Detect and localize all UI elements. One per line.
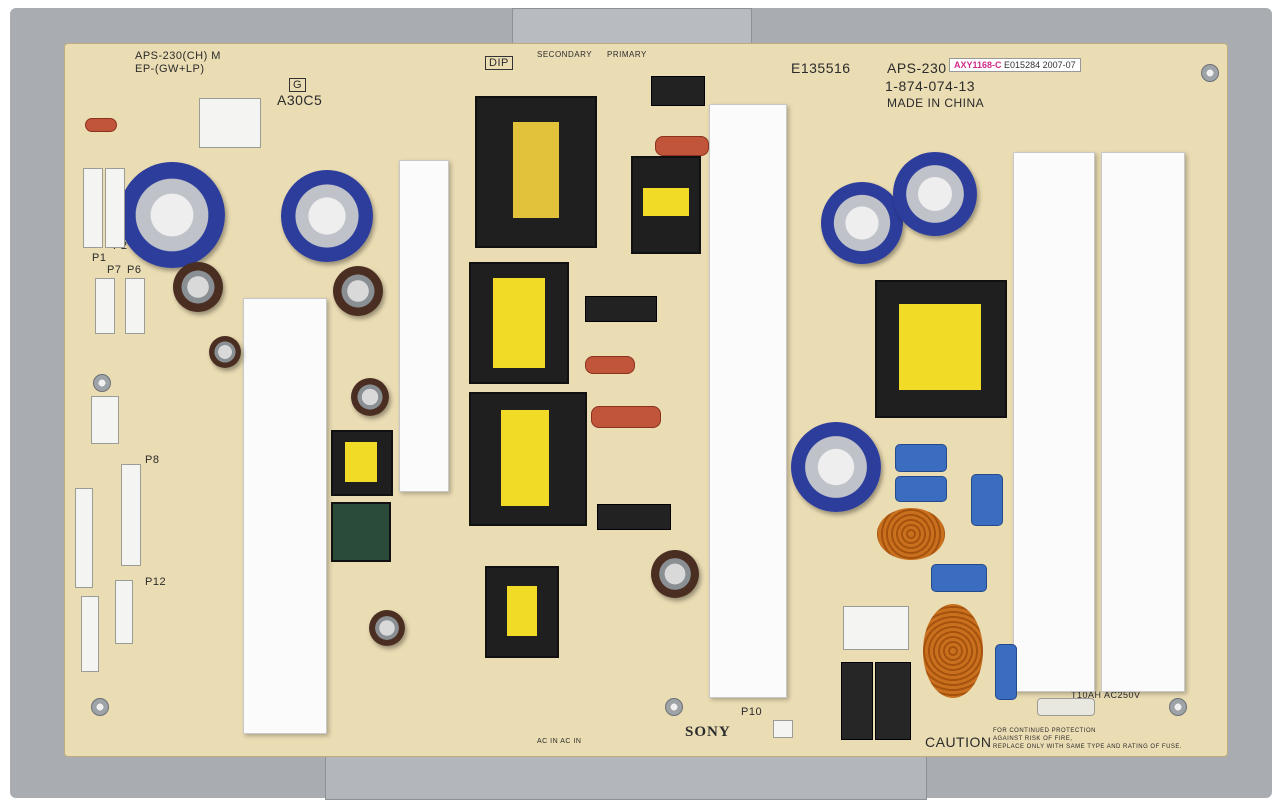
heatsink-left — [243, 298, 327, 734]
made-in-china: MADE IN CHINA — [887, 96, 985, 110]
resistor-1 — [585, 356, 635, 374]
sticker-id: AXY1168-C — [954, 60, 1002, 70]
mounting-bolt-4 — [1169, 698, 1187, 716]
heatsink-right-2 — [1101, 152, 1185, 692]
connector-p6 — [125, 278, 145, 334]
p6-label: P6 — [127, 264, 142, 276]
mounting-bolt-3 — [665, 698, 683, 716]
ac-in-label: AC IN AC IN — [537, 738, 582, 745]
capacitor-3 — [821, 182, 903, 264]
connector-p8 — [121, 464, 141, 566]
relay-2 — [875, 662, 911, 740]
coil-1 — [877, 508, 945, 560]
film-cap-4 — [931, 564, 987, 592]
connector-top-left — [199, 98, 261, 148]
model-right: APS-230 — [887, 60, 947, 76]
transformer-right — [875, 280, 1007, 418]
heatsink-center — [709, 104, 787, 698]
transformer-green — [331, 502, 391, 562]
cert-number: E135516 — [791, 60, 851, 76]
sony-logo: SONY — [685, 724, 731, 740]
connector-left-mid — [91, 396, 119, 444]
p7-label: P7 — [107, 264, 122, 276]
p8-label: P8 — [145, 454, 160, 466]
capacitor-2 — [281, 170, 373, 262]
secondary-label: SECONDARY — [537, 50, 593, 59]
connector-p12-b — [115, 580, 133, 644]
power-supply-board: APS-230(CH) M EP-(GW+LP) G A30C5 DIP SEC… — [64, 43, 1228, 757]
film-cap-3 — [971, 474, 1003, 526]
chassis-bottom-tab — [325, 752, 927, 800]
code-g: G — [289, 78, 307, 92]
connector-p1 — [83, 168, 103, 248]
capacitor-4 — [893, 152, 977, 236]
connector-p2 — [105, 168, 125, 248]
transformer-top-mid — [631, 156, 701, 254]
variant-top-left: EP-(GW+LP) — [135, 63, 205, 75]
p10-label: P10 — [741, 706, 763, 718]
resistor-4 — [85, 118, 117, 132]
transformer-mid-1 — [469, 262, 569, 384]
caution-text-3: REPLACE ONLY WITH SAME TYPE AND RATING O… — [993, 744, 1183, 750]
connector-p10 — [773, 720, 793, 738]
connector-ac-in — [843, 606, 909, 650]
model-top-left: APS-230(CH) M — [135, 50, 221, 62]
capacitor-5 — [791, 422, 881, 512]
fuse — [1037, 698, 1095, 716]
mounting-bolt-2 — [91, 698, 109, 716]
mounting-bolt-1 — [93, 374, 111, 392]
caution-text-2: AGAINST RISK OF FIRE, — [993, 736, 1073, 742]
fuse-rating: T10AH AC250V — [1071, 690, 1141, 700]
connector-p12-a — [81, 596, 99, 672]
ic-lower — [597, 504, 671, 530]
p12-label: P12 — [145, 576, 167, 588]
dip-label: DIP — [485, 56, 513, 70]
transformer-mid-2 — [469, 392, 587, 526]
film-cap-5 — [995, 644, 1017, 700]
capacitor-small-5 — [209, 336, 241, 368]
capacitor-small-1 — [173, 262, 223, 312]
film-cap-1 — [895, 444, 947, 472]
resistor-3 — [655, 136, 709, 156]
capacitor-small-4 — [351, 378, 389, 416]
mounting-bolt-5 — [1201, 64, 1219, 82]
transformer-bottom — [485, 566, 559, 658]
connector-p7 — [95, 278, 115, 334]
p1-label: P1 — [92, 252, 107, 264]
sticker-serial: E015284 2007-07 — [1004, 60, 1076, 70]
heatsink-right-1 — [1013, 152, 1095, 692]
transformer-small-left — [331, 430, 393, 496]
caution-text-1: FOR CONTINUED PROTECTION — [993, 728, 1096, 734]
capacitor-small-2 — [333, 266, 383, 316]
capacitor-small-6 — [369, 610, 405, 646]
code-a30c5: A30C5 — [277, 92, 323, 108]
main-transformer — [475, 96, 597, 248]
coil-2 — [923, 604, 983, 698]
serial-sticker: AXY1168-C E015284 2007-07 — [949, 58, 1081, 72]
capacitor-small-3 — [651, 550, 699, 598]
part-number: 1-874-074-13 — [885, 78, 976, 94]
heatsink-center-left — [399, 160, 449, 492]
resistor-2 — [591, 406, 661, 428]
ic-top — [651, 76, 705, 106]
caution-label: CAUTION — [925, 734, 992, 750]
connector-p4 — [75, 488, 93, 588]
primary-label: PRIMARY — [607, 50, 647, 59]
capacitor-1 — [119, 162, 225, 268]
relay-1 — [841, 662, 873, 740]
film-cap-2 — [895, 476, 947, 502]
ic-middle — [585, 296, 657, 322]
